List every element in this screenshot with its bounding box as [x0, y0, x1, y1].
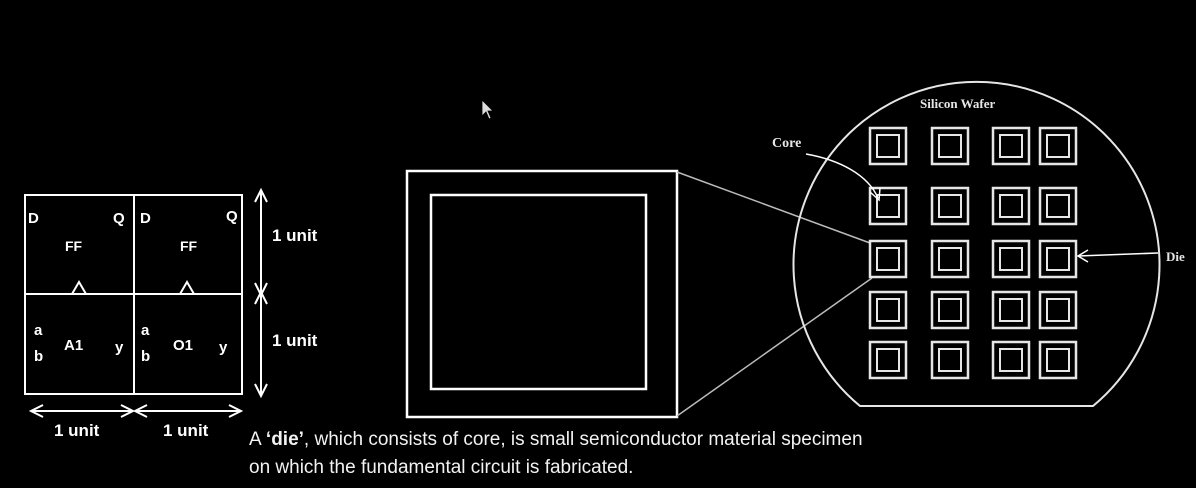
- caption-quote-close: ’: [298, 429, 304, 450]
- wafer-die-core: [876, 298, 900, 322]
- and-name: A1: [64, 337, 84, 354]
- height-arrow-top: [254, 187, 268, 298]
- core-arrow: [805, 153, 879, 199]
- wafer-die: [1038, 239, 1078, 279]
- wafer-die: [868, 290, 908, 330]
- wafer-die-core: [1046, 194, 1070, 218]
- die-caption: A ‘die’, which consists of core, is smal…: [249, 426, 869, 482]
- cell-or-o1: [133, 293, 243, 395]
- wafer-die: [868, 340, 908, 380]
- silicon-wafer-title: Silicon Wafer: [920, 96, 996, 111]
- wafer-die-core: [1046, 298, 1070, 322]
- ff1-clock-marker: [71, 280, 87, 295]
- zoom-line-top: [676, 171, 871, 244]
- die-arrow: [1077, 252, 1159, 257]
- ff1-d-pin: D: [28, 210, 39, 227]
- wafer-die: [1038, 340, 1078, 380]
- wafer-die: [991, 340, 1031, 380]
- wafer-die-core: [999, 298, 1023, 322]
- core-outline: [429, 193, 648, 391]
- height-arrow-bottom: [254, 289, 268, 399]
- width-arrow-right: [132, 404, 244, 418]
- wafer-die: [991, 290, 1031, 330]
- wafer-die-core: [999, 134, 1023, 158]
- or-name: O1: [173, 337, 194, 354]
- die-label: Die: [1166, 249, 1185, 264]
- and-a-pin: a: [34, 322, 43, 339]
- or-b-pin: b: [141, 348, 151, 365]
- width-arrow-left: [28, 404, 136, 418]
- core-label: Core: [772, 136, 802, 151]
- mouse-cursor-icon: [481, 99, 494, 120]
- wafer-die: [868, 186, 908, 226]
- caption-rest: , which consists of core, is small semic…: [249, 429, 863, 478]
- caption-quote-open: ‘: [265, 429, 272, 450]
- wafer-die-core: [1046, 247, 1070, 271]
- wafer-die: [930, 290, 970, 330]
- height-label-bottom: 1 unit: [272, 331, 318, 350]
- wafer-die-core: [1046, 134, 1070, 158]
- wafer-die: [930, 126, 970, 166]
- ff2-name: FF: [180, 238, 198, 254]
- wafer-die: [1038, 126, 1078, 166]
- wafer-die: [991, 126, 1031, 166]
- or-y-pin: y: [219, 339, 228, 356]
- silicon-wafer-outline: [792, 80, 1161, 407]
- and-y-pin: y: [115, 339, 124, 356]
- wafer-die: [991, 239, 1031, 279]
- width-label-left: 1 unit: [54, 421, 100, 440]
- wafer-die-core: [938, 194, 962, 218]
- wafer-die-core: [999, 247, 1023, 271]
- ff2-d-pin: D: [140, 210, 151, 227]
- ff1-q-pin: Q: [113, 210, 125, 227]
- core-arrowhead: [869, 187, 881, 202]
- width-label-right: 1 unit: [163, 421, 209, 440]
- wafer-die-core: [999, 194, 1023, 218]
- wafer-die-core: [1046, 348, 1070, 372]
- wafer-die: [930, 239, 970, 279]
- and-b-pin: b: [34, 348, 44, 365]
- wafer-die-core: [938, 348, 962, 372]
- wafer-die: [1038, 186, 1078, 226]
- or-a-pin: a: [141, 322, 150, 339]
- ff1-name: FF: [65, 238, 83, 254]
- wafer-die-core: [876, 194, 900, 218]
- ff2-clock-marker: [179, 280, 195, 295]
- wafer-die-core: [876, 134, 900, 158]
- wafer-die: [991, 186, 1031, 226]
- wafer-die: [868, 126, 908, 166]
- wafer-die-core: [999, 348, 1023, 372]
- wafer-die-core: [938, 247, 962, 271]
- die-grid: [868, 126, 1078, 380]
- wafer-die: [1038, 290, 1078, 330]
- wafer-die-core: [938, 134, 962, 158]
- wafer-die: [930, 186, 970, 226]
- height-label-top: 1 unit: [272, 226, 318, 245]
- wafer-die-core: [876, 247, 900, 271]
- ff2-q-pin: Q: [226, 208, 238, 225]
- zoom-line-bottom: [676, 277, 873, 417]
- die-arrowhead: [1076, 249, 1089, 263]
- wafer-die-core: [938, 298, 962, 322]
- die-outline: [405, 169, 679, 419]
- caption-prefix: A: [249, 429, 266, 450]
- wafer-die: [930, 340, 970, 380]
- caption-term: die: [271, 429, 299, 450]
- wafer-die-core: [876, 348, 900, 372]
- wafer-die: [868, 239, 908, 279]
